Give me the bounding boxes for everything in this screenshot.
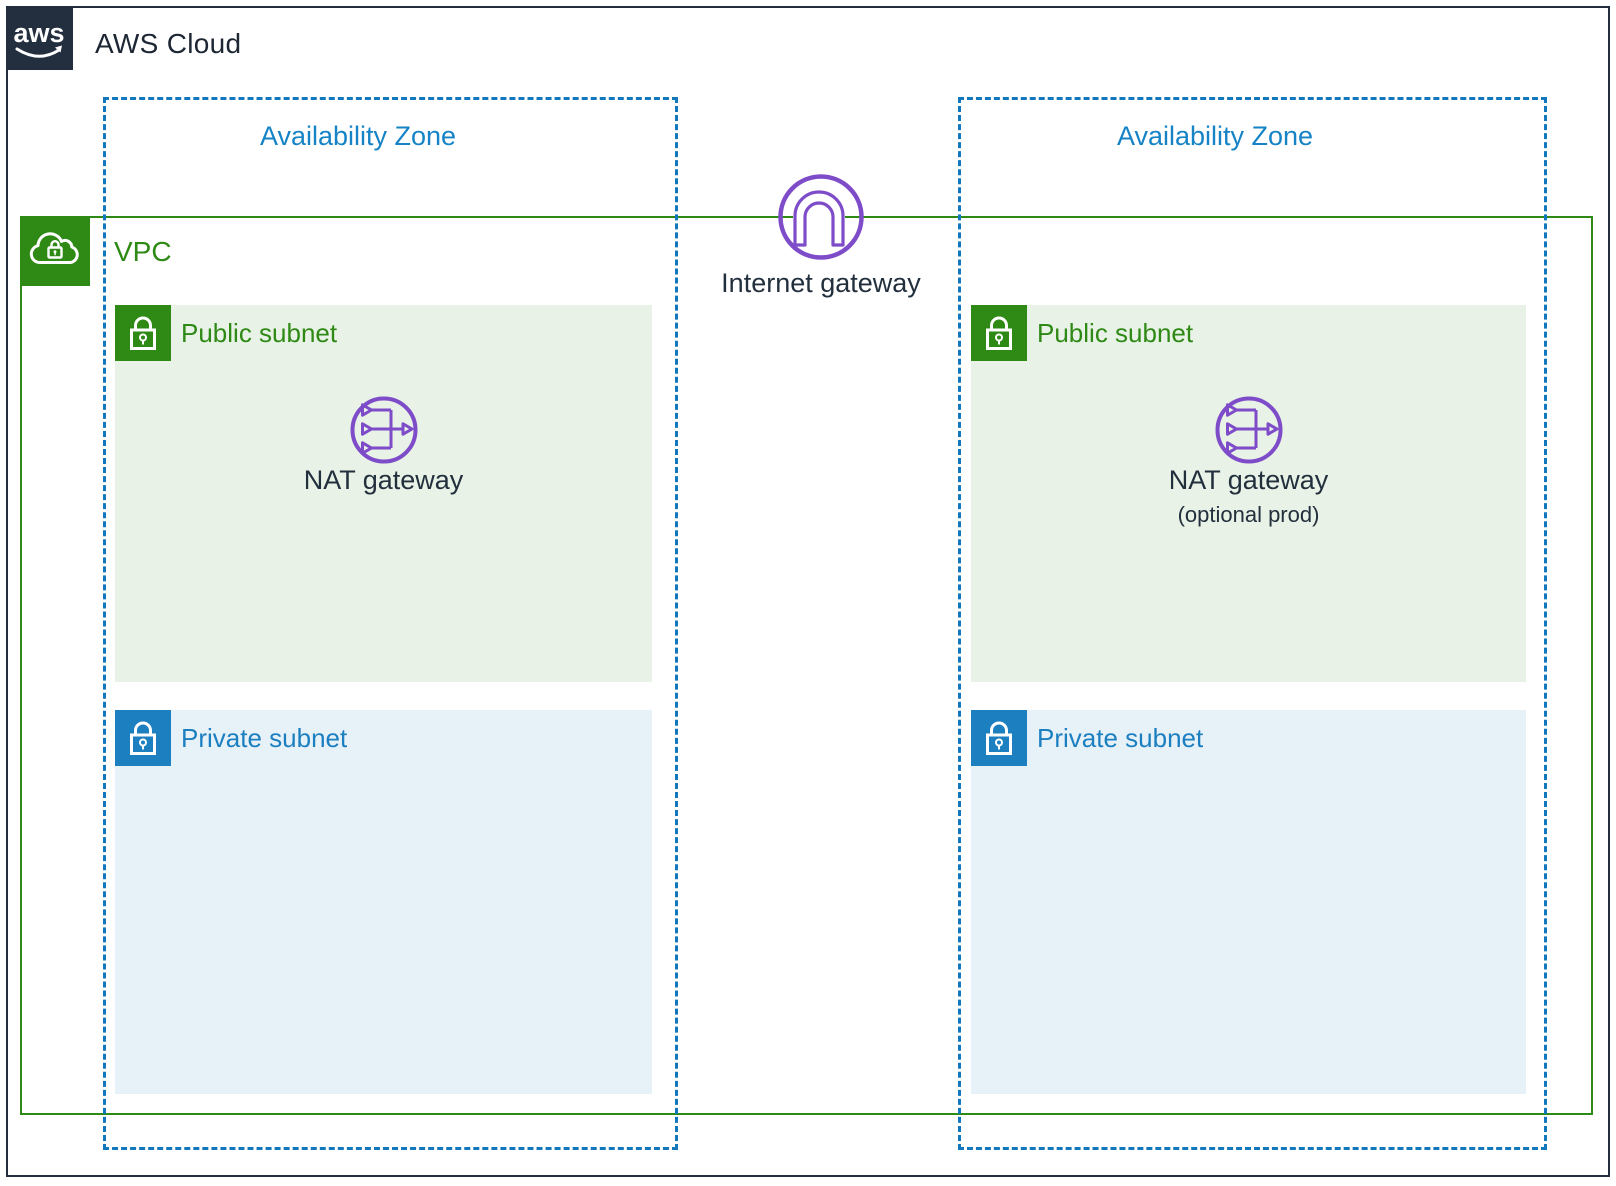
aws-cloud-boundary xyxy=(6,6,1610,1177)
availability-zone-2-boundary xyxy=(958,97,1547,1150)
public-subnet-label: Public subnet xyxy=(1037,318,1194,348)
internet-gateway-icon xyxy=(776,172,866,262)
public-subnet-label: Public subnet xyxy=(181,318,338,348)
nat-gateway-icon xyxy=(1214,395,1284,465)
availability-zone-1-label: Availability Zone xyxy=(259,121,457,151)
aws-cloud-title: AWS Cloud xyxy=(95,28,242,59)
private-subnet-lock-icon xyxy=(115,710,171,766)
aws-logo-smile-tip xyxy=(55,45,62,53)
vpc-label: VPC xyxy=(114,236,172,267)
aws-logo-text: aws xyxy=(13,18,64,48)
aws-logo-icon: aws xyxy=(6,6,73,70)
aws-logo-smile xyxy=(15,47,61,58)
nat-gateway-sublabel: (optional prod) xyxy=(1177,502,1320,527)
nat-gateway-label: NAT gateway xyxy=(303,465,464,495)
private-subnet-az1: Private subnet xyxy=(115,710,652,1094)
private-subnet-label: Private subnet xyxy=(1037,723,1204,753)
nat-gateway-icon xyxy=(349,395,419,465)
availability-zone-1-boundary xyxy=(103,97,678,1150)
public-subnet-lock-icon xyxy=(971,305,1027,361)
public-subnet-az2: Public subnet NAT gateway (optional prod… xyxy=(971,305,1526,682)
internet-gateway-label: Internet gateway xyxy=(721,268,921,298)
availability-zone-2-label: Availability Zone xyxy=(1116,121,1314,151)
private-subnet-label: Private subnet xyxy=(181,723,348,753)
aws-logo-background xyxy=(6,6,73,70)
nat-gateway-label: NAT gateway xyxy=(1168,465,1329,495)
public-subnet-az1: Public subnet NAT gateway xyxy=(115,305,652,682)
private-subnet-lock-icon xyxy=(971,710,1027,766)
public-subnet-lock-icon xyxy=(115,305,171,361)
vpc-cloud-lock-icon xyxy=(20,216,90,286)
private-subnet-az2: Private subnet xyxy=(971,710,1526,1094)
